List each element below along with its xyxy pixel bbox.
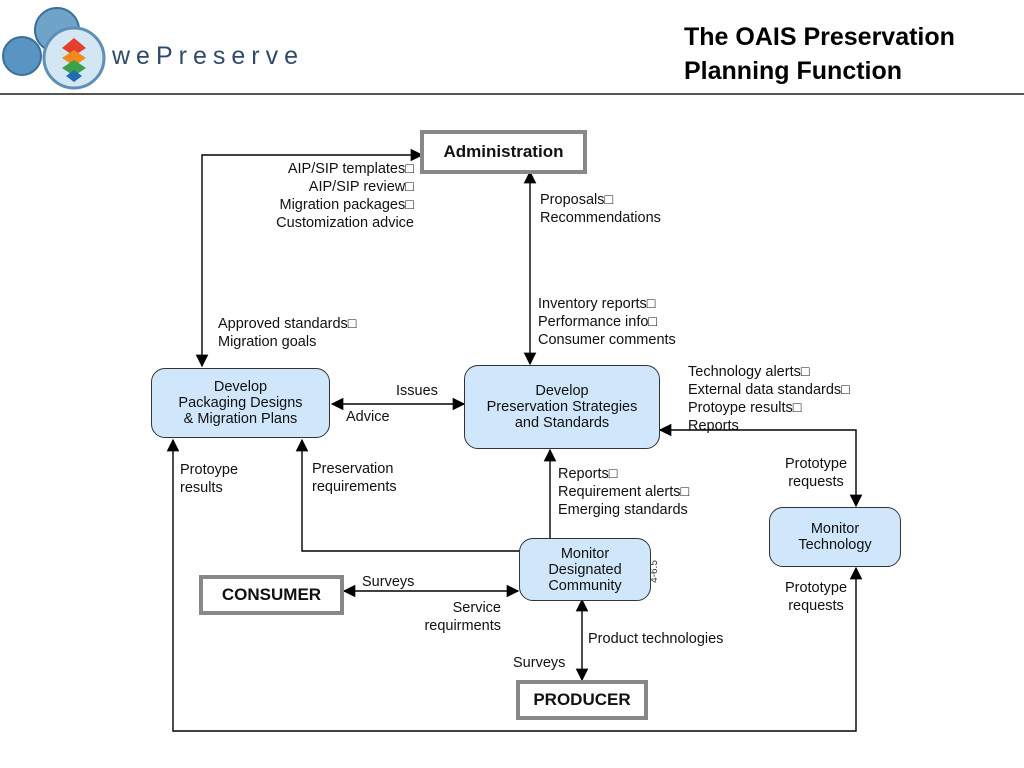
slide-title: The OAIS Preservation Planning Function	[684, 20, 1014, 88]
header-divider	[0, 93, 1024, 95]
label-prototype-requests-top: Prototype requests	[784, 456, 848, 490]
label-technology-to-strategies: Technology alerts□ External data standar…	[688, 364, 850, 434]
slide-title-line: The OAIS Preservation	[684, 23, 955, 51]
producer-entity: PRODUCER	[516, 680, 648, 720]
edge-admin-packaging	[195, 148, 424, 368]
process-label: & Migration Plans	[183, 411, 298, 427]
process-label: Develop	[213, 379, 268, 395]
label-protoype-results: Protoype results	[180, 462, 239, 496]
label-preservation-requirements: Preservation requirements	[312, 461, 397, 495]
process-label: Community	[548, 577, 622, 594]
label-advice: Advice	[346, 409, 390, 425]
slide-title-line: Planning Function	[684, 57, 903, 85]
figure-reference: 4-6.5	[648, 560, 660, 583]
process-label: Packaging Designs	[178, 395, 303, 411]
label-product-technologies: Product technologies	[588, 631, 724, 647]
process-label: and Standards	[514, 415, 610, 431]
process-label: Monitor	[810, 521, 860, 537]
process-monitor-community: Monitor Designated Community	[519, 538, 651, 601]
label-strategies-to-admin: Proposals□ Recommendations	[540, 192, 661, 226]
process-packaging-designs: Develop Packaging Designs & Migration Pl…	[151, 368, 330, 438]
label-surveys-producer: Surveys	[513, 655, 566, 671]
process-label: Develop	[535, 383, 589, 399]
label-packaging-to-admin: Approved standards□ Migration goals	[218, 316, 357, 350]
label-admin-to-strategies: Inventory reports□ Performance info□ Con…	[538, 296, 676, 348]
process-label: Preservation Strategies	[486, 399, 638, 415]
consumer-entity: CONSUMER	[199, 575, 344, 615]
label-surveys-consumer: Surveys	[362, 574, 415, 590]
process-label: Technology	[798, 537, 872, 553]
label-admin-to-packaging: AIP/SIP templates□ AIP/SIP review□ Migra…	[276, 161, 414, 231]
label-prototype-requests-bottom: Prototype requests	[784, 580, 848, 614]
process-label: Designated	[548, 561, 622, 578]
wepreserve-logo-icon	[2, 7, 106, 90]
label-service-requirements: Service requirments	[424, 600, 501, 634]
label-community-to-strategies: Reports□ Requirement alerts□ Emerging st…	[558, 466, 690, 518]
process-preservation-strategies: Develop Preservation Strategies and Stan…	[464, 365, 660, 449]
edge-packaging-technology	[166, 438, 863, 732]
administration-entity: Administration	[420, 130, 587, 174]
process-monitor-technology: Monitor Technology	[769, 507, 901, 567]
brand-name: wePreserve	[112, 42, 304, 70]
slide-header: wePreserve The OAIS Preservation Plannin…	[0, 0, 1024, 95]
process-label: Monitor	[560, 545, 610, 562]
label-issues: Issues	[396, 383, 438, 399]
